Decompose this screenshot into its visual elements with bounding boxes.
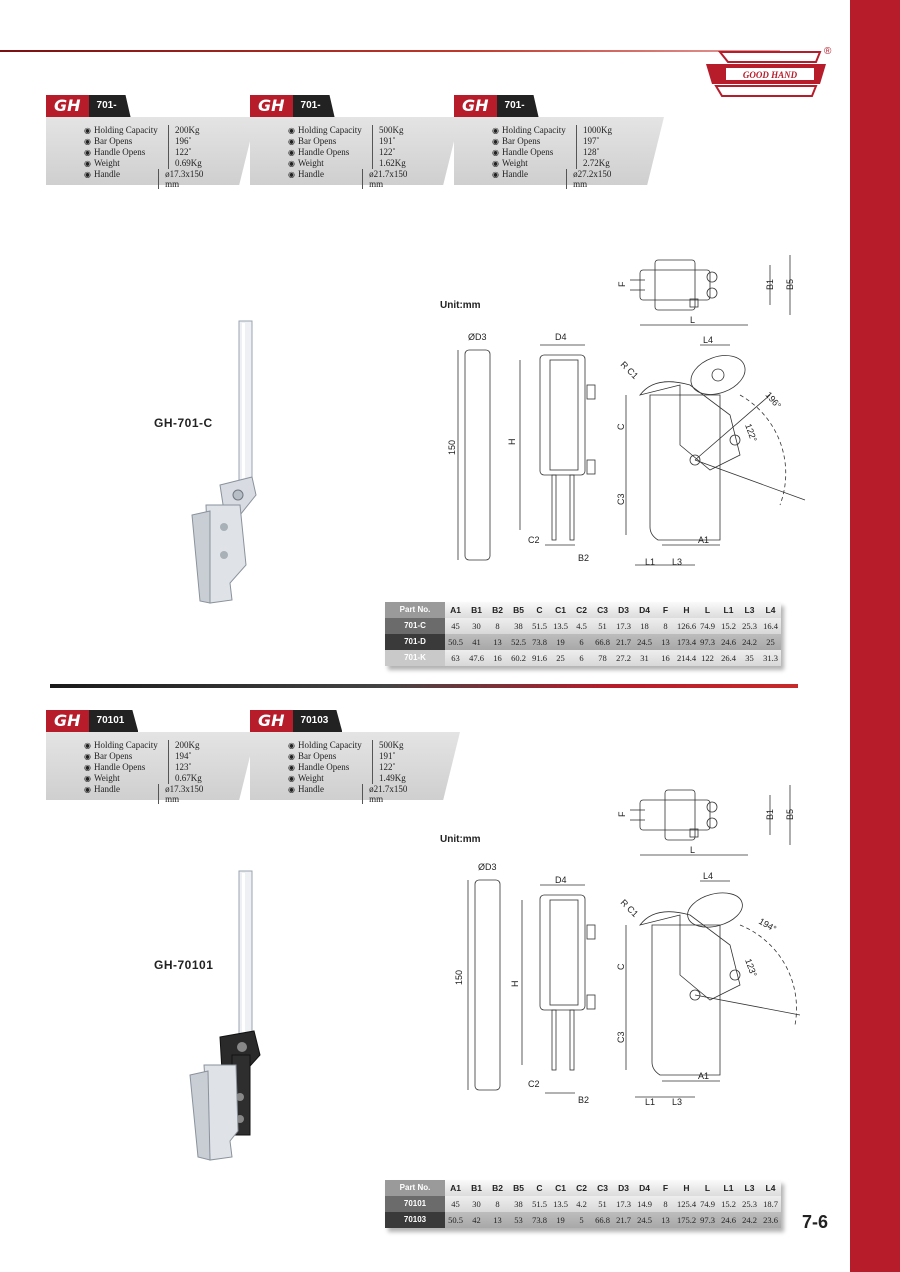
svg-text:L3: L3 — [672, 557, 682, 567]
svg-text:A1: A1 — [698, 535, 709, 545]
gh-tag: GH — [250, 95, 293, 117]
svg-text:R C1: R C1 — [619, 897, 641, 919]
logo-text: GOOD HAND — [743, 70, 798, 80]
svg-text:L: L — [690, 845, 695, 855]
svg-text:C: C — [616, 423, 626, 430]
svg-text:C3: C3 — [616, 1031, 626, 1043]
section-divider — [50, 684, 798, 688]
svg-text:B5: B5 — [785, 809, 795, 820]
model-tag: 70101 — [88, 710, 139, 732]
svg-text:B5: B5 — [785, 279, 795, 290]
good-hand-logo: ® GOOD HAND — [706, 46, 832, 97]
svg-text:150: 150 — [454, 970, 464, 985]
svg-text:C2: C2 — [528, 1079, 540, 1089]
svg-text:A1: A1 — [698, 1071, 709, 1081]
svg-text:B2: B2 — [578, 1095, 589, 1105]
svg-text:L: L — [690, 315, 695, 325]
svg-text:B2: B2 — [578, 553, 589, 563]
svg-text:B1: B1 — [765, 279, 775, 290]
handle-angle: 122° — [743, 422, 759, 443]
svg-text:L4: L4 — [703, 335, 713, 345]
registered-mark: ® — [824, 46, 832, 57]
top-rule — [0, 50, 780, 52]
gh-tag: GH — [46, 95, 89, 117]
model-tag: 70103 — [292, 710, 343, 732]
svg-text:F: F — [617, 811, 627, 817]
svg-text:ØD3: ØD3 — [468, 332, 487, 342]
svg-text:L1: L1 — [645, 557, 655, 567]
gh-tag: GH — [46, 710, 89, 732]
product-label: GH-70101 — [154, 958, 214, 972]
svg-text:H: H — [510, 981, 520, 988]
svg-text:H: H — [507, 439, 517, 446]
unit-label: Unit:mm — [440, 300, 481, 311]
gh-tag: GH — [454, 95, 497, 117]
clamp-illustration-70101 — [189, 870, 261, 1161]
handle-angle: 123° — [743, 957, 759, 978]
red-sidebar — [850, 0, 900, 1272]
svg-text:C3: C3 — [616, 493, 626, 505]
technical-drawing-701: F B1 B5 L ØD3 D4 L4 R C1 150 H C C3 C2 B… — [447, 255, 806, 567]
svg-text:L4: L4 — [703, 871, 713, 881]
unit-label: Unit:mm — [440, 834, 481, 845]
clamp-illustration-701-c — [191, 320, 257, 604]
svg-text:L1: L1 — [645, 1097, 655, 1107]
bar-angle: 194° — [757, 916, 778, 934]
svg-text:L3: L3 — [672, 1097, 682, 1107]
svg-text:C: C — [616, 963, 626, 970]
svg-text:F: F — [617, 281, 627, 287]
svg-text:B1: B1 — [765, 809, 775, 820]
svg-text:150: 150 — [447, 440, 457, 455]
page-number: 7-6 — [802, 1212, 829, 1232]
svg-text:ØD3: ØD3 — [478, 862, 497, 872]
bar-angle: 196° — [763, 390, 783, 411]
svg-text:R C1: R C1 — [619, 359, 641, 381]
product-label: GH-701-C — [154, 416, 213, 430]
model-tag: 701-C — [88, 95, 131, 117]
model-tag: 701-K — [496, 95, 539, 117]
model-tag: 701-D — [292, 95, 335, 117]
svg-text:D4: D4 — [555, 332, 567, 342]
technical-drawing-701xx: F B1 B5 L ØD3 D4 L4 R C1 150 H C C3 C2 B… — [454, 785, 801, 1107]
svg-text:D4: D4 — [555, 875, 567, 885]
svg-text:C2: C2 — [528, 535, 540, 545]
gh-tag: GH — [250, 710, 293, 732]
